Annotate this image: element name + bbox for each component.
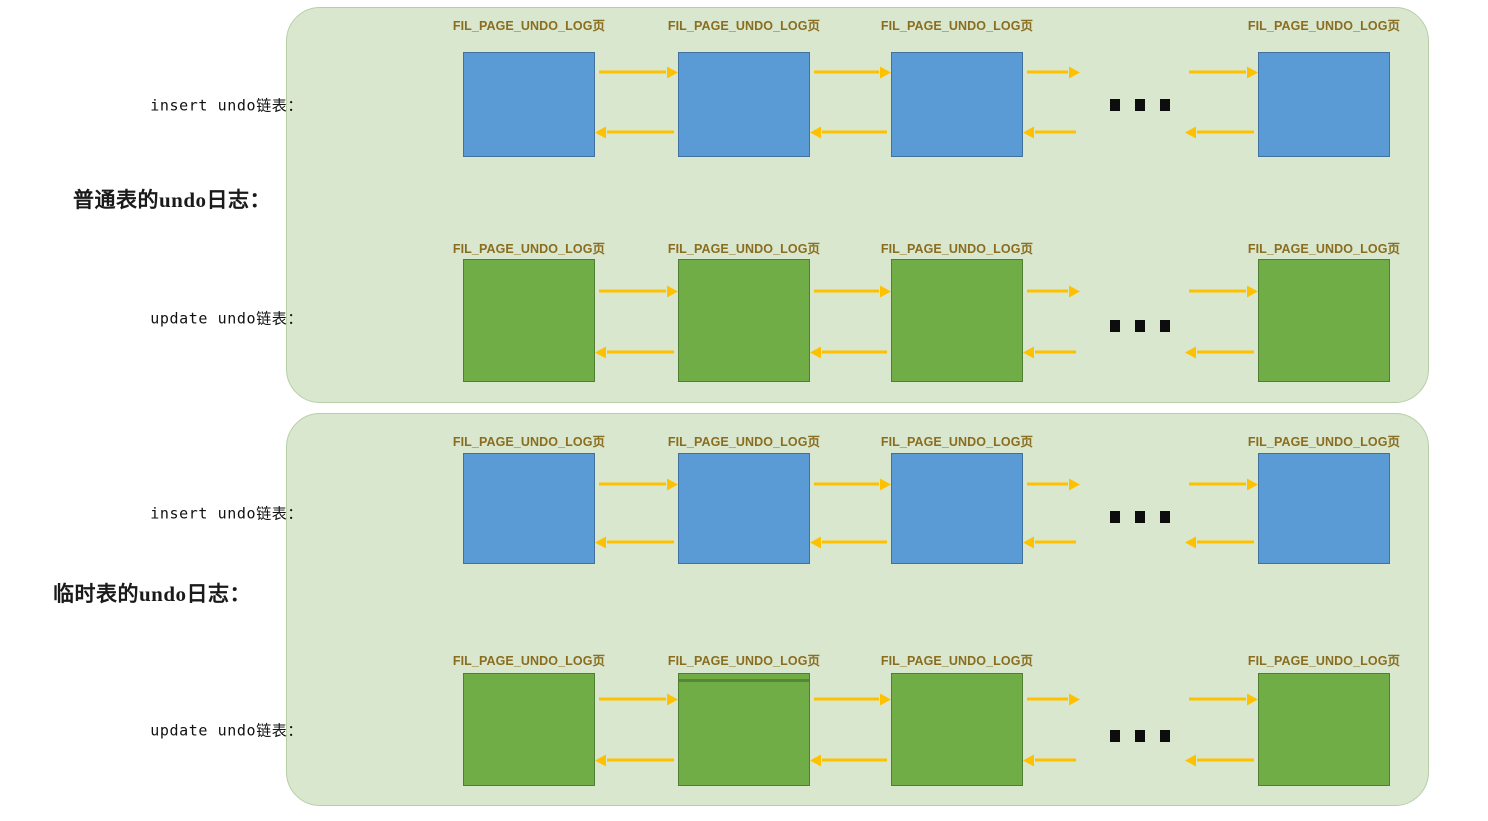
backward-link-arrow bbox=[1197, 350, 1254, 354]
undo-log-page-box[interactable] bbox=[678, 259, 810, 382]
page-caption: FIL_PAGE_UNDO_LOG页 bbox=[667, 19, 821, 33]
row-label-insert-undo-chain-temp: insert undo链表： bbox=[150, 504, 303, 523]
undo-log-page-box[interactable] bbox=[891, 52, 1023, 157]
ellipsis-indicator bbox=[1110, 320, 1170, 332]
page-caption: FIL_PAGE_UNDO_LOG页 bbox=[667, 435, 821, 449]
backward-link-arrow bbox=[822, 130, 887, 134]
undo-log-page-box[interactable] bbox=[891, 673, 1023, 786]
backward-link-arrow bbox=[822, 350, 887, 354]
backward-link-arrow bbox=[1035, 350, 1076, 354]
backward-link-arrow bbox=[822, 758, 887, 762]
forward-link-arrow bbox=[599, 289, 666, 293]
page-caption: FIL_PAGE_UNDO_LOG页 bbox=[667, 242, 821, 256]
ellipsis-indicator bbox=[1110, 511, 1170, 523]
forward-link-arrow bbox=[1027, 289, 1068, 293]
undo-log-page-box[interactable] bbox=[463, 52, 595, 157]
forward-link-arrow bbox=[1189, 70, 1246, 74]
page-caption: FIL_PAGE_UNDO_LOG页 bbox=[452, 654, 606, 668]
backward-link-arrow bbox=[1197, 130, 1254, 134]
undo-log-page-box[interactable] bbox=[1258, 52, 1390, 157]
page-caption: FIL_PAGE_UNDO_LOG页 bbox=[452, 435, 606, 449]
ellipsis-indicator bbox=[1110, 730, 1170, 742]
backward-link-arrow bbox=[1197, 540, 1254, 544]
page-caption: FIL_PAGE_UNDO_LOG页 bbox=[1247, 242, 1401, 256]
forward-link-arrow bbox=[599, 70, 666, 74]
row-label-update-undo-chain-temp: update undo链表： bbox=[150, 721, 303, 740]
forward-link-arrow bbox=[814, 70, 879, 74]
forward-link-arrow bbox=[599, 482, 666, 486]
undo-log-page-box[interactable] bbox=[678, 52, 810, 157]
page-caption: FIL_PAGE_UNDO_LOG页 bbox=[452, 19, 606, 33]
ellipsis-indicator bbox=[1110, 99, 1170, 111]
forward-link-arrow bbox=[1189, 289, 1246, 293]
page-caption: FIL_PAGE_UNDO_LOG页 bbox=[880, 242, 1034, 256]
backward-link-arrow bbox=[607, 758, 674, 762]
page-caption: FIL_PAGE_UNDO_LOG页 bbox=[667, 654, 821, 668]
undo-log-page-box[interactable] bbox=[891, 453, 1023, 564]
undo-log-page-box[interactable] bbox=[891, 259, 1023, 382]
page-caption: FIL_PAGE_UNDO_LOG页 bbox=[880, 654, 1034, 668]
forward-link-arrow bbox=[814, 482, 879, 486]
backward-link-arrow bbox=[607, 130, 674, 134]
undo-log-page-box[interactable] bbox=[1258, 259, 1390, 382]
undo-log-page-box[interactable] bbox=[463, 259, 595, 382]
forward-link-arrow bbox=[814, 697, 879, 701]
group-label-normal-table: 普通表的undo日志： bbox=[73, 188, 272, 212]
undo-log-page-box[interactable] bbox=[678, 673, 810, 786]
backward-link-arrow bbox=[607, 350, 674, 354]
row-label-update-undo-chain-normal: update undo链表： bbox=[150, 309, 303, 328]
undo-log-page-box[interactable] bbox=[1258, 673, 1390, 786]
page-caption: FIL_PAGE_UNDO_LOG页 bbox=[1247, 435, 1401, 449]
page-caption: FIL_PAGE_UNDO_LOG页 bbox=[880, 19, 1034, 33]
backward-link-arrow bbox=[1035, 758, 1076, 762]
forward-link-arrow bbox=[599, 697, 666, 701]
backward-link-arrow bbox=[607, 540, 674, 544]
page-caption: FIL_PAGE_UNDO_LOG页 bbox=[452, 242, 606, 256]
forward-link-arrow bbox=[1027, 482, 1068, 486]
page-caption: FIL_PAGE_UNDO_LOG页 bbox=[1247, 654, 1401, 668]
backward-link-arrow bbox=[822, 540, 887, 544]
page-caption: FIL_PAGE_UNDO_LOG页 bbox=[880, 435, 1034, 449]
undo-log-page-box[interactable] bbox=[1258, 453, 1390, 564]
group-label-temp-table: 临时表的undo日志： bbox=[53, 582, 252, 606]
page-caption: FIL_PAGE_UNDO_LOG页 bbox=[1247, 19, 1401, 33]
forward-link-arrow bbox=[1189, 697, 1246, 701]
forward-link-arrow bbox=[1027, 697, 1068, 701]
undo-log-page-box[interactable] bbox=[463, 673, 595, 786]
undo-log-page-box[interactable] bbox=[463, 453, 595, 564]
forward-link-arrow bbox=[1189, 482, 1246, 486]
backward-link-arrow bbox=[1035, 540, 1076, 544]
backward-link-arrow bbox=[1035, 130, 1076, 134]
row-label-insert-undo-chain-normal: insert undo链表： bbox=[150, 96, 303, 115]
forward-link-arrow bbox=[1027, 70, 1068, 74]
backward-link-arrow bbox=[1197, 758, 1254, 762]
forward-link-arrow bbox=[814, 289, 879, 293]
undo-log-page-box[interactable] bbox=[678, 453, 810, 564]
